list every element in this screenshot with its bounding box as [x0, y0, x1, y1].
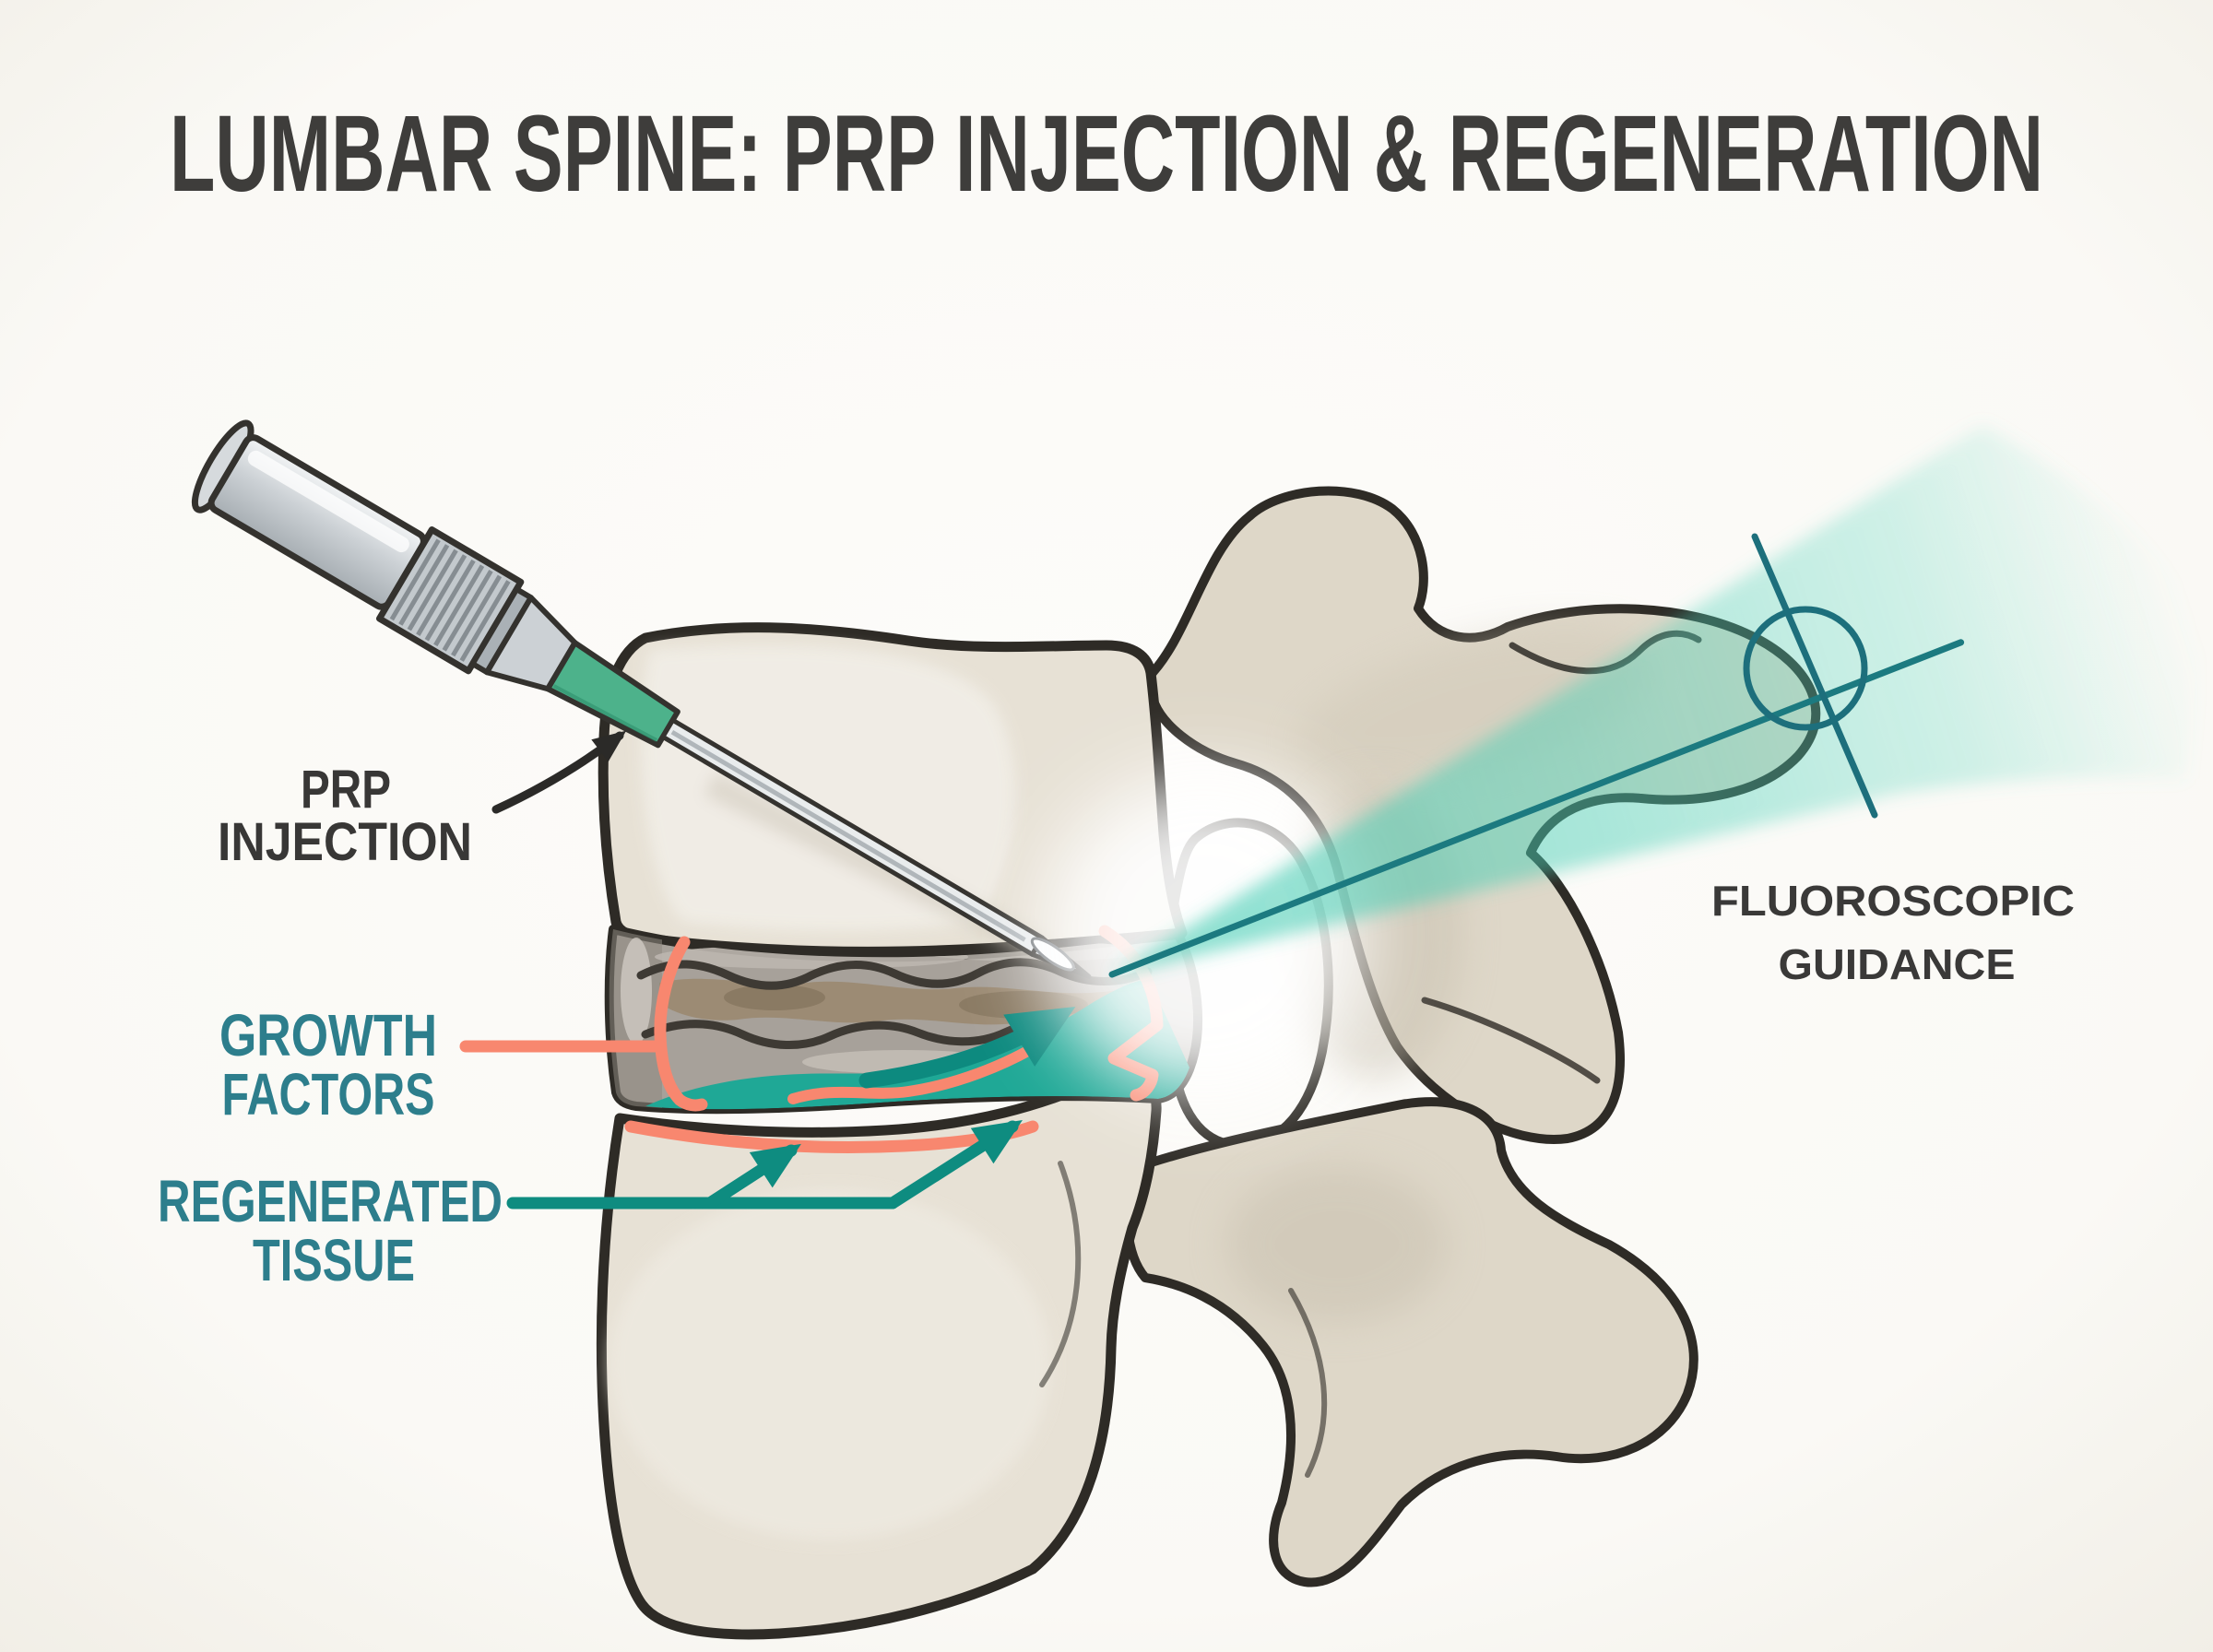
fluoroscopic-guidance-line2: GUIDANCE — [1779, 940, 2016, 988]
beam-cone — [1112, 426, 2206, 975]
prp-injection-label: PRP INJECTION — [218, 730, 627, 872]
growth-factors-line1: GROWTH — [219, 1002, 437, 1068]
upper-body-highlight — [641, 644, 1016, 932]
lower-body-highlight — [609, 1189, 1051, 1540]
regenerated-tissue-pool — [645, 979, 1189, 1110]
lower-vertebra — [596, 997, 1698, 1640]
regenerated-tissue-label: REGENERATED TISSUE — [158, 1168, 503, 1293]
beam-axis-line — [1108, 639, 1965, 978]
title: LUMBAR SPINE: PRP INJECTION & REGENERATI… — [170, 93, 2043, 215]
crosshair-target-icon — [1743, 533, 1878, 819]
regenerated-tissue-line2: TISSUE — [253, 1227, 415, 1293]
growth-factors-line2: FACTORS — [222, 1061, 435, 1127]
disc-texture — [609, 929, 1189, 1110]
collar-ribs — [389, 538, 511, 662]
regenerated-tissue-line1: REGENERATED — [158, 1168, 503, 1234]
needle-hub-green — [545, 640, 680, 749]
page-title: LUMBAR SPINE: PRP INJECTION & REGENERATI… — [170, 93, 2043, 215]
prp-injection-line1: PRP — [301, 760, 391, 820]
tissue-spread-arrow — [858, 1006, 1076, 1089]
barrel-highlight — [247, 450, 409, 553]
regenerated-tissue-arrow-1 — [704, 1143, 801, 1210]
fluoroscopic-beam — [1108, 426, 2206, 978]
fluoroscopic-guidance-label: FLUOROSCOPIC GUIDANCE — [1711, 877, 2075, 988]
lower-posterior-shading — [1226, 1166, 1448, 1323]
lower-body-accent-line — [1039, 1161, 1082, 1387]
regenerated-tissue-arrow-2 — [886, 1120, 1023, 1210]
fluoroscopic-guidance-line1: FLUOROSCOPIC — [1711, 877, 2075, 925]
growth-factor-arc-left — [654, 936, 708, 1112]
needle-shaft-centerline — [670, 729, 1026, 942]
lower-pedicle-accent-line — [1288, 1288, 1328, 1478]
facet-joint-seam-line — [1421, 997, 1601, 1084]
regenerated-tissue-leader — [506, 1120, 1023, 1210]
prp-injection-line2: INJECTION — [218, 812, 472, 872]
syringe-icon — [191, 419, 1092, 979]
growth-factors-label: GROWTH FACTORS — [219, 1002, 437, 1127]
crosshair-circle — [1743, 606, 1868, 731]
prp-injection-arrow — [491, 730, 627, 814]
crosshair-tick-perpendicular — [1751, 533, 1878, 819]
